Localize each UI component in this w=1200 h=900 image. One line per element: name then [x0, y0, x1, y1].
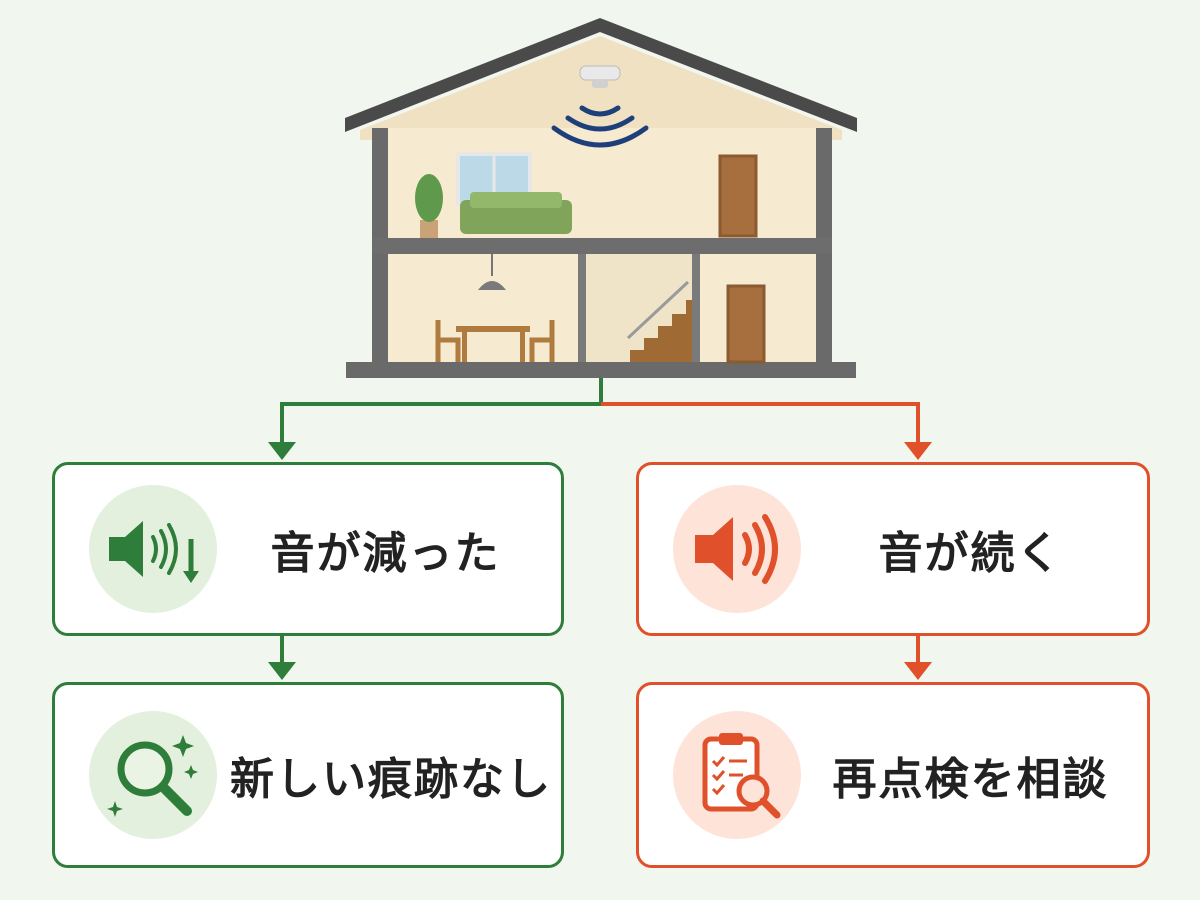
connector-line: [280, 402, 601, 446]
speaker-volume-down-icon: [89, 485, 217, 613]
door: [726, 284, 766, 364]
sound-wave-icon: [551, 105, 649, 148]
floor-slab: [372, 238, 832, 254]
door: [718, 154, 758, 238]
card-consult-reinspection: 再点検を相談: [636, 682, 1150, 868]
wall-divider: [692, 254, 700, 362]
clipboard-magnifier-icon: [673, 711, 801, 839]
plant: [415, 174, 443, 222]
stairs: [630, 300, 692, 362]
table: [456, 326, 530, 332]
connector-line: [601, 402, 920, 446]
lamp-icon: [478, 281, 506, 290]
card-label: 音が減った: [270, 528, 501, 579]
speaker-loud-icon: [673, 485, 801, 613]
wall-divider: [578, 254, 586, 362]
card-no-new-traces: 新しい痕跡なし: [52, 682, 564, 868]
card-sound-decreased: 音が減った: [52, 462, 564, 636]
card-label: 新しい痕跡なし: [230, 754, 552, 805]
chair: [529, 320, 555, 362]
dining-room: [388, 254, 578, 362]
card-label: 再点検を相談: [832, 754, 1109, 805]
detector-icon: [579, 65, 621, 81]
card-sound-continues: 音が続く: [636, 462, 1150, 636]
arrow-down-icon: [904, 442, 932, 460]
arrow-down-icon: [904, 662, 932, 680]
card-label: 音が続く: [878, 528, 1063, 579]
chair: [435, 320, 461, 362]
detector-icon: [592, 80, 608, 88]
sofa: [460, 200, 572, 234]
foundation: [346, 362, 856, 378]
plant-pot: [420, 220, 438, 238]
magnifier-sparkle-icon: [89, 711, 217, 839]
arrow-down-icon: [268, 442, 296, 460]
arrow-down-icon: [268, 662, 296, 680]
